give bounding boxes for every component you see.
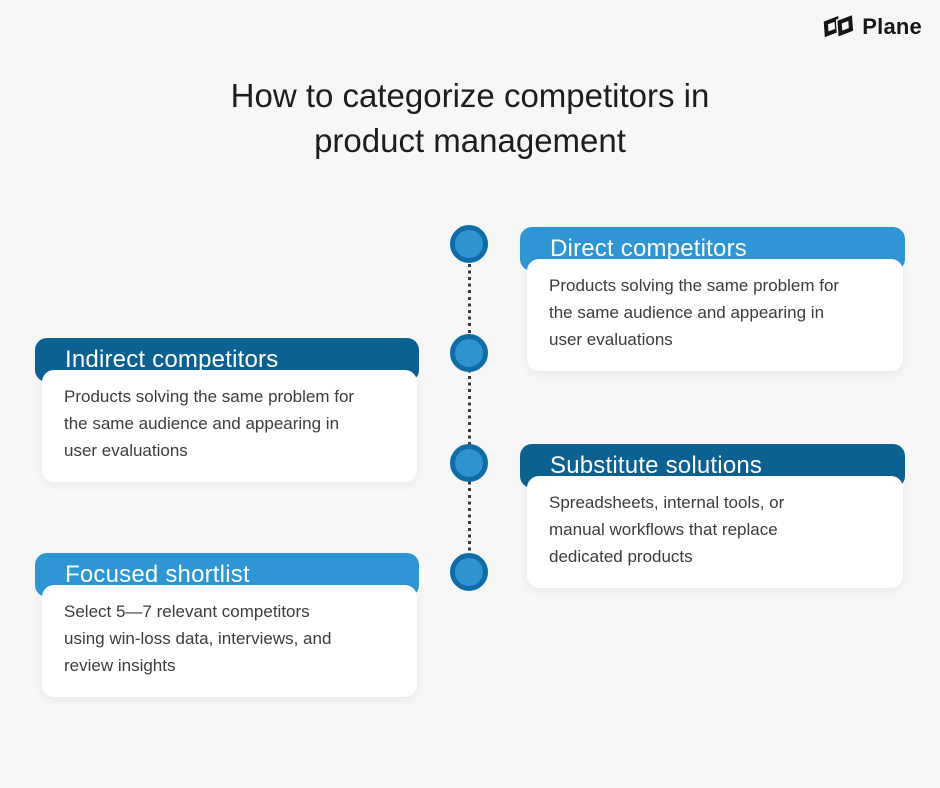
card-indirect-competitors: Indirect competitors Products solving th… xyxy=(35,338,419,482)
card-description: Spreadsheets, internal tools, or manual … xyxy=(549,493,785,566)
timeline-node-1 xyxy=(450,225,488,263)
card-title: Indirect competitors xyxy=(65,346,279,373)
timeline-node-3 xyxy=(450,444,488,482)
card-body: Spreadsheets, internal tools, or manual … xyxy=(527,476,903,588)
card-description: Products solving the same problem for th… xyxy=(64,387,355,460)
timeline-node-4 xyxy=(450,553,488,591)
card-direct-competitors: Direct competitors Products solving the … xyxy=(520,227,905,371)
card-focused-shortlist: Focused shortlist Select 5—7 relevant co… xyxy=(35,553,419,697)
card-description: Select 5—7 relevant competitors using wi… xyxy=(64,602,332,675)
timeline-node-2 xyxy=(450,334,488,372)
page-title: How to categorize competitors in product… xyxy=(0,74,940,164)
card-title: Substitute solutions xyxy=(550,452,763,479)
card-substitute-solutions: Substitute solutions Spreadsheets, inter… xyxy=(520,444,905,588)
timeline-dotted-line xyxy=(468,244,471,573)
page-title-line-2: product management xyxy=(314,121,626,159)
card-body: Select 5—7 relevant competitors using wi… xyxy=(42,585,417,697)
card-description: Products solving the same problem for th… xyxy=(549,276,840,349)
page-title-line-1: How to categorize competitors in xyxy=(230,77,710,114)
brand-name: Plane xyxy=(862,14,922,39)
brand: Plane xyxy=(821,14,922,40)
card-title: Direct competitors xyxy=(550,235,747,262)
card-body: Products solving the same problem for th… xyxy=(42,370,417,482)
plane-logo-icon xyxy=(824,14,856,39)
card-title: Focused shortlist xyxy=(65,561,250,588)
card-body: Products solving the same problem for th… xyxy=(527,259,903,371)
